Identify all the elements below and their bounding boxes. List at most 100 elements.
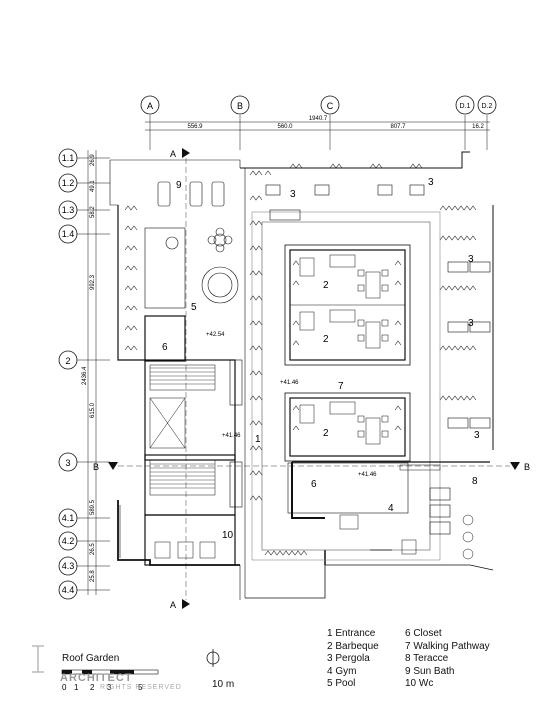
room-number-closet-upper: 6	[162, 342, 168, 353]
svg-text:C: C	[327, 101, 334, 111]
room-number-walking-pathway: 7	[338, 381, 344, 392]
grid-bubble-1-1: 1.1	[58, 148, 78, 168]
svg-text:1.2: 1.2	[62, 178, 75, 188]
scale-tick-3: 3	[107, 683, 112, 692]
dim-1-3: 58.2	[90, 206, 96, 218]
room-number-pergola-5: 3	[474, 430, 480, 441]
scale-tick-2: 2	[90, 683, 95, 692]
scale-tick-0: 0	[62, 683, 67, 692]
section-mark-a-bottom: A	[170, 599, 190, 610]
plant-hedges	[124, 163, 477, 556]
dim-4-3: 25.8	[90, 570, 96, 582]
svg-text:B: B	[93, 462, 99, 472]
dim-d1-d2: 16.2	[472, 124, 484, 130]
grid-bubble-3: 3	[58, 452, 78, 472]
room-number-barbeque-1: 2	[323, 280, 329, 291]
dining-sets	[299, 254, 389, 445]
svg-text:4.4: 4.4	[62, 585, 75, 595]
top-dimension-lines	[145, 115, 490, 150]
room-number-sun-bath: 9	[176, 180, 182, 191]
svg-text:A: A	[170, 149, 176, 159]
legend-item: 10 Wc	[405, 678, 434, 689]
legend-item: 1 Entrance	[327, 628, 376, 639]
grid-bubble-1-3: 1.3	[58, 200, 78, 220]
drawing-title: Roof Garden	[62, 653, 120, 664]
dim-a-b: 556.9	[187, 124, 203, 130]
legend-item: 4 Gym	[327, 665, 357, 677]
svg-text:4.3: 4.3	[62, 561, 75, 571]
scale-end-label: 10 m	[212, 679, 235, 690]
svg-text:3: 3	[65, 458, 70, 468]
grid-bubble-4-4: 4.4	[58, 580, 78, 600]
room-number-wc: 10	[222, 530, 234, 541]
room-number-gym: 4	[388, 503, 394, 514]
dim-overall: 2436.4	[82, 366, 88, 385]
room-number-pergola-3: 3	[468, 254, 474, 265]
grid-bubble-a: A	[140, 95, 160, 115]
grid-bubble-4-2: 4.2	[58, 531, 78, 551]
architect-logo-subtext: RIGHTS RESERVED	[100, 684, 182, 691]
grid-bubble-1-2: 1.2	[58, 173, 78, 193]
grid-bubble-4-3: 4.3	[58, 556, 78, 576]
svg-text:A: A	[147, 101, 153, 111]
room-number-barbeque-3: 2	[323, 428, 329, 439]
level-marker-2: +41.46	[280, 380, 299, 386]
sun-bath-loungers	[144, 181, 225, 309]
grid-bubble-d1: D.1	[455, 95, 475, 115]
grid-bubble-2: 2	[58, 350, 78, 370]
room-number-entrance: 1	[255, 434, 261, 445]
grid-bubble-c: C	[320, 95, 340, 115]
legend-item: 6 Closet	[405, 628, 442, 639]
north-arrow-icon	[206, 649, 220, 667]
room-number-barbeque-2: 2	[323, 334, 329, 345]
dim-1-4: 992.3	[90, 274, 96, 290]
svg-text:D.1: D.1	[460, 103, 471, 110]
section-mark-b-right: B	[510, 462, 530, 472]
svg-text:1.4: 1.4	[62, 229, 75, 239]
pool	[201, 227, 239, 304]
stair-core	[144, 315, 243, 566]
walking-pathway	[251, 211, 441, 561]
dim-total: 1940.7	[309, 116, 328, 122]
legend: 1 Entrance 6 Closet 2 Barbeque 7 Walking…	[327, 628, 515, 691]
svg-text:2: 2	[65, 356, 70, 366]
gym-room	[291, 461, 490, 560]
dim-4-2: 26.5	[90, 543, 96, 555]
section-mark-a-top: A	[170, 148, 190, 159]
svg-text:4.1: 4.1	[62, 513, 75, 523]
svg-text:B: B	[524, 462, 530, 472]
architect-logo-icon	[32, 645, 44, 673]
svg-text:1.1: 1.1	[62, 153, 75, 163]
room-number-pergola-4: 3	[468, 318, 474, 329]
dim-b-c: 560.0	[277, 124, 293, 130]
legend-item: 3 Pergola	[327, 653, 370, 664]
scale-tick-1: 1	[74, 683, 79, 692]
barbeque-courts	[284, 244, 411, 514]
dim-2-3: 615.0	[90, 402, 96, 418]
svg-text:D.2: D.2	[482, 103, 493, 110]
section-mark-b-left: B	[93, 462, 118, 472]
grid-bubble-4-1: 4.1	[58, 508, 78, 528]
legend-item: 5 Pool	[327, 678, 356, 689]
legend-item: 8 Teracce	[405, 653, 449, 664]
level-marker-4: +41.46	[358, 472, 377, 478]
room-number-closet-lower: 6	[311, 479, 317, 490]
legend-item: 7 Walking Pathway	[405, 640, 490, 652]
scale-tick-5: 5	[138, 683, 143, 692]
svg-text:4.2: 4.2	[62, 536, 75, 546]
svg-text:A: A	[170, 600, 176, 610]
dim-1-2: 49.1	[90, 180, 96, 192]
room-number-teracce: 8	[472, 476, 478, 487]
room-number-pool: 5	[191, 302, 197, 313]
dim-1-1: 26.9	[90, 154, 96, 166]
stair-treads	[150, 367, 215, 489]
dim-4-1: 589.5	[90, 499, 96, 515]
grid-bubble-b: B	[230, 95, 250, 115]
room-number-pergola-2: 3	[428, 177, 434, 188]
legend-item: 2 Barbeque	[327, 640, 379, 652]
grid-bubble-1-4: 1.4	[58, 224, 78, 244]
left-dimension-lines	[77, 150, 110, 595]
legend-item: 9 Sun Bath	[405, 665, 455, 677]
architect-logo-text: ARCHITECT	[60, 672, 133, 684]
